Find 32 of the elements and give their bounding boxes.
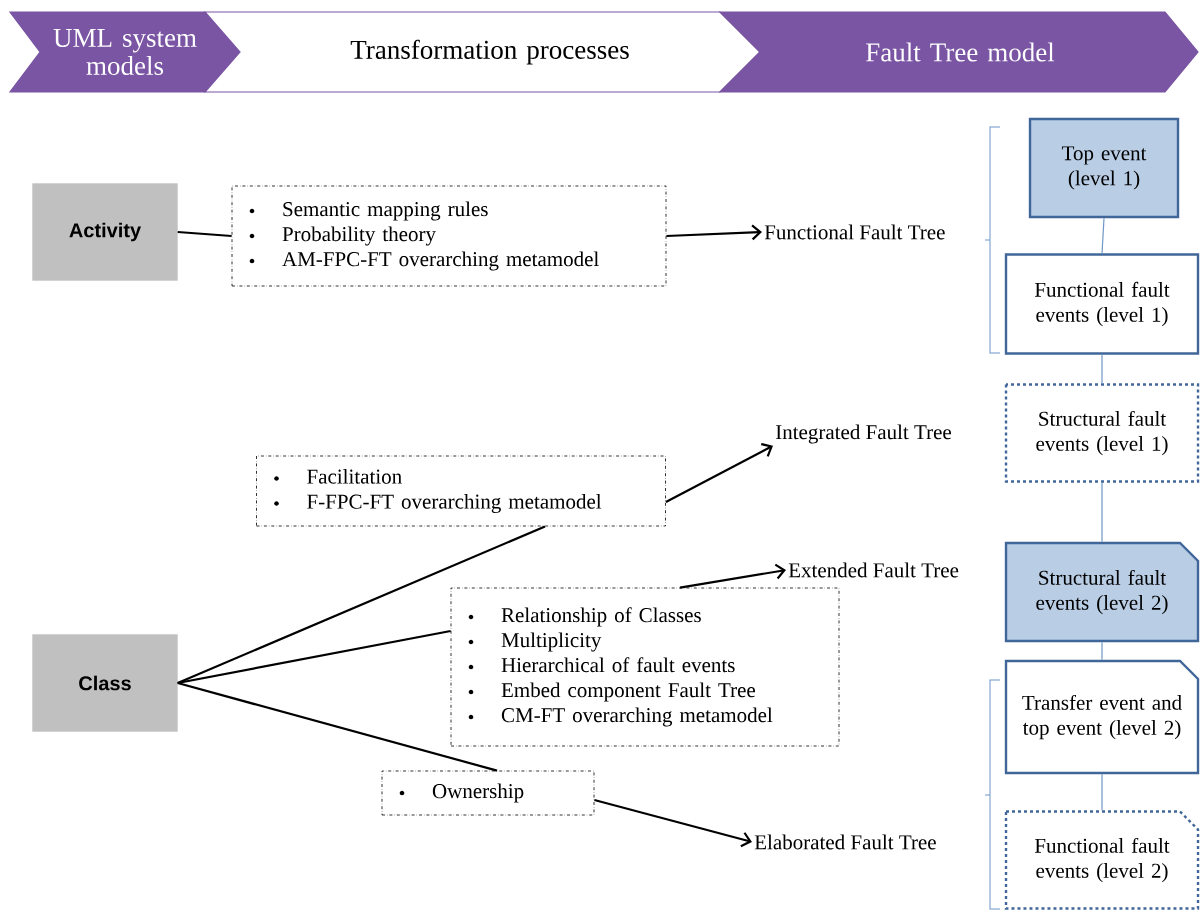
connector [1101, 354, 1103, 384]
event-box: Transfer event and top event (level 2) [1004, 659, 1200, 775]
connector [1101, 773, 1103, 811]
connector [177, 525, 546, 685]
result-label: Extended Fault Tree [788, 562, 959, 578]
bullet-list-box: Facilitation F-FPC-FT overarching metamodel [256, 455, 666, 527]
connector [177, 230, 232, 238]
connector [665, 443, 773, 503]
diagram-box: Activity [32, 183, 178, 281]
bullet-list-box: Semantic mapping rules Probability theory AM-FPC-FT overarching metamodel [231, 185, 667, 287]
event-box: Functional fault events (level 1) [1004, 253, 1200, 355]
event-box: Structural fault events (level 2) [1004, 541, 1200, 643]
result-label: Elaborated Fault Tree [754, 834, 936, 850]
header-banner: Transformation processes [203, 11, 761, 93]
connector [1101, 641, 1103, 661]
event-box: Top event (level 1) [1028, 117, 1180, 219]
connector [177, 629, 451, 685]
bullet-list-box: Relationship of Classes Multiplicity Hierarchical of fault events Embed component Fault Tree CM-FT overarching metamodel [450, 587, 840, 747]
diagram-box: Class [32, 634, 178, 732]
connector [594, 798, 752, 848]
event-box: Structural fault events (level 1) [1004, 383, 1200, 483]
bullet-list-box: Ownership [381, 770, 595, 816]
connector [679, 563, 786, 589]
connector [177, 681, 498, 772]
connector [666, 224, 762, 241]
header-banner: UML system models [8, 11, 241, 93]
result-label: Functional Fault Tree [764, 224, 945, 240]
header-banner: Fault Tree model [718, 11, 1199, 93]
connector [1101, 482, 1103, 543]
connector [1101, 217, 1105, 254]
result-label: Integrated Fault Tree [775, 424, 951, 444]
event-box: Functional fault events (level 2) [1004, 810, 1200, 910]
